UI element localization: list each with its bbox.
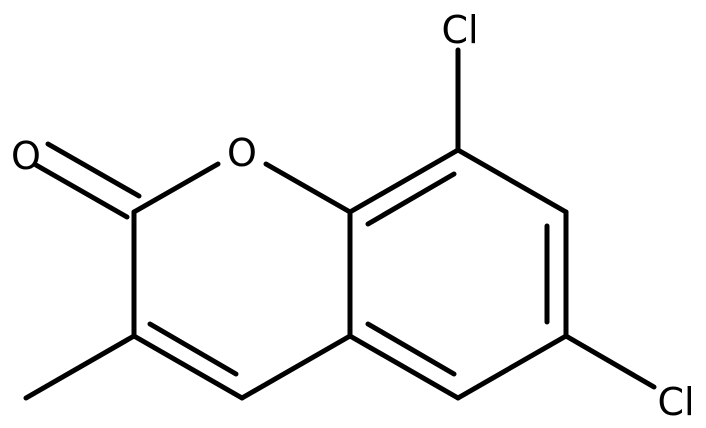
bond-c5-c4a-inner — [365, 321, 457, 377]
bond-methyl — [23, 333, 137, 401]
bond-c6-cl — [563, 333, 657, 390]
bond-c8a-c8 — [347, 147, 461, 215]
bond-c5-c4a — [347, 333, 461, 401]
bond-c3-c4 — [131, 333, 245, 401]
chlorine-bottom-label: Cl — [657, 380, 694, 424]
bond-carbonyl-a — [33, 162, 130, 220]
ring-oxygen-label: O — [227, 131, 257, 175]
chlorine-top-label: Cl — [441, 8, 478, 52]
bond-o1-c8a — [263, 161, 353, 215]
bond-c4-c4a — [239, 333, 353, 401]
bond-c6-c5 — [455, 333, 569, 401]
bond-carbonyl-b — [45, 141, 142, 199]
bond-c8a-c8-inner — [365, 171, 457, 227]
bond-c3-c4-inner — [147, 321, 239, 377]
bond-c8-c7 — [455, 147, 569, 215]
bond-c2-o1 — [131, 161, 221, 215]
carbonyl-oxygen-label: O — [11, 134, 41, 178]
